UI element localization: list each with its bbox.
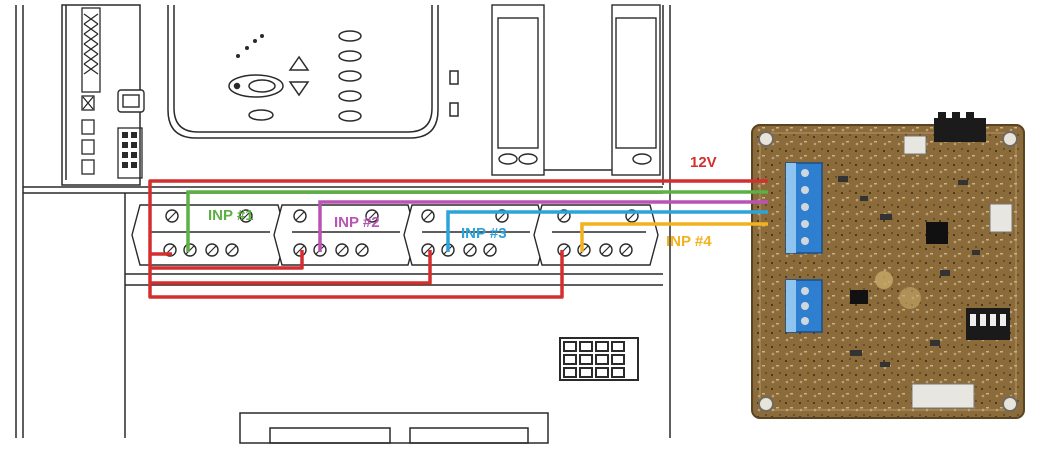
heatsink-component bbox=[934, 112, 986, 142]
controller-housing bbox=[15, 4, 671, 444]
relay-module-left bbox=[491, 4, 612, 176]
panel-indicator-dots bbox=[236, 34, 264, 58]
main-knob bbox=[228, 74, 284, 98]
triangle-down-icon bbox=[288, 81, 310, 97]
multi-pin-connector bbox=[559, 337, 639, 381]
label-inp4: INP #4 bbox=[666, 233, 712, 250]
triangle-up-icon bbox=[288, 55, 310, 71]
rj-jack bbox=[117, 89, 145, 113]
side-leds bbox=[449, 70, 459, 117]
relay-module-right bbox=[611, 4, 661, 176]
wire-inp2 bbox=[318, 200, 768, 252]
wire-inp3 bbox=[446, 210, 768, 252]
wire-12v bbox=[148, 179, 768, 299]
terminal-block-lower bbox=[785, 279, 823, 333]
wire-inp4 bbox=[580, 222, 768, 252]
panel-button-column bbox=[338, 30, 362, 122]
pin-header bbox=[117, 127, 143, 179]
control-panel bbox=[167, 5, 439, 139]
label-inp2: INP #2 bbox=[334, 214, 380, 231]
label-12v: 12V bbox=[690, 154, 717, 171]
mounting-holes bbox=[758, 131, 1018, 412]
terminal-block-upper bbox=[785, 162, 823, 254]
menu-button bbox=[248, 109, 274, 121]
din-pin-column bbox=[81, 7, 101, 175]
label-inp3: INP #3 bbox=[461, 225, 507, 242]
wire-inp1 bbox=[186, 190, 768, 252]
pcb-components bbox=[838, 135, 1013, 409]
label-inp1: INP #1 bbox=[208, 207, 254, 224]
